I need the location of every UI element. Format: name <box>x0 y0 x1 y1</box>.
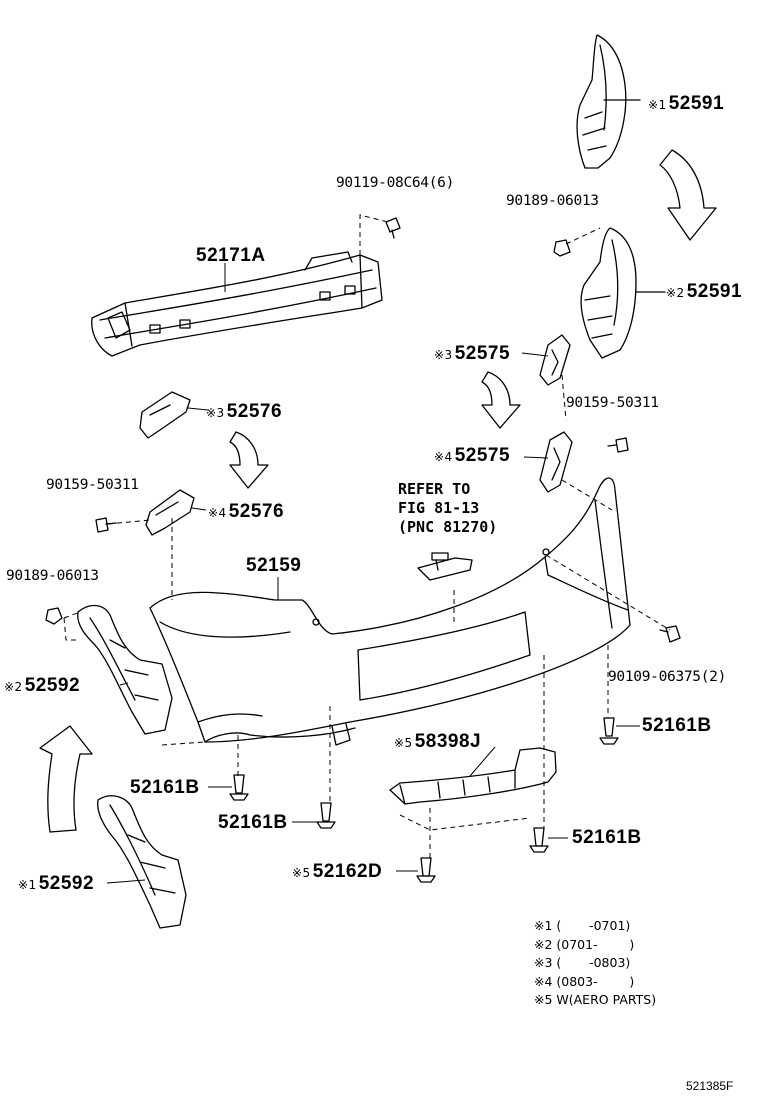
lh-retainer-3-drawing <box>139 391 191 439</box>
callout-bolt-90109: 90109-06375(2) <box>608 669 727 685</box>
reference-note: REFER TO FIG 81-13 (PNC 81270) <box>398 480 497 537</box>
rh-extension-2-drawing <box>580 227 666 359</box>
clip-icons <box>229 717 619 883</box>
bolt-icons <box>45 217 681 643</box>
callout-reinforcement: 52171A <box>196 245 266 266</box>
lh-extension-2-drawing <box>77 604 173 735</box>
footnote-line: ※1 ( -0701) <box>534 918 631 933</box>
lh-extension-1-drawing <box>97 795 187 929</box>
lh-retainer-4-drawing <box>145 489 195 536</box>
direction-arrows <box>39 149 717 833</box>
callout-clip-center: 52161B <box>218 812 288 833</box>
callout-nut-90189-left: 90189-06013 <box>6 568 99 584</box>
bumper-reinforcement-drawing <box>91 251 383 357</box>
callout-bolt-90159-right: 90159-50311 <box>566 395 659 411</box>
aero-spoiler-drawing <box>389 747 557 805</box>
reference-note-line: (PNC 81270) <box>398 518 498 536</box>
callout-clip-right-lower: 52161B <box>572 827 642 848</box>
reference-note-line: REFER TO <box>398 480 471 498</box>
callout-bumper-cover: 52159 <box>246 555 302 576</box>
footnote-legend: ※1 ( -0701) ※2 (0701- ) ※3 ( -0803) ※4 (… <box>534 918 657 1007</box>
rear-bumper-cover-drawing <box>149 477 631 746</box>
rh-retainer-4-drawing <box>539 431 573 493</box>
license-lamp-drawing <box>417 552 473 581</box>
callout-bolt-90159-left: 90159-50311 <box>46 477 139 493</box>
callout-bolt-90119: 90119-08C64(6) <box>336 175 455 191</box>
footnote-line: ※3 ( -0803) <box>534 955 631 970</box>
callout-nut-90189-upper: 90189-06013 <box>506 193 599 209</box>
footnote-line: ※4 (0803- ) <box>534 973 635 989</box>
callout-clip-right-upper: 52161B <box>642 715 712 736</box>
rh-retainer-3-drawing <box>539 334 571 386</box>
footnote-line: ※2 (0701- ) <box>534 936 635 952</box>
reference-note-line: FIG 81-13 <box>398 499 480 517</box>
diagram-code: 521385F <box>686 1079 734 1093</box>
footnote-line: ※5 W(AERO PARTS) <box>534 992 657 1007</box>
rh-extension-1-drawing <box>576 34 641 169</box>
callout-clip-left: 52161B <box>130 777 200 798</box>
